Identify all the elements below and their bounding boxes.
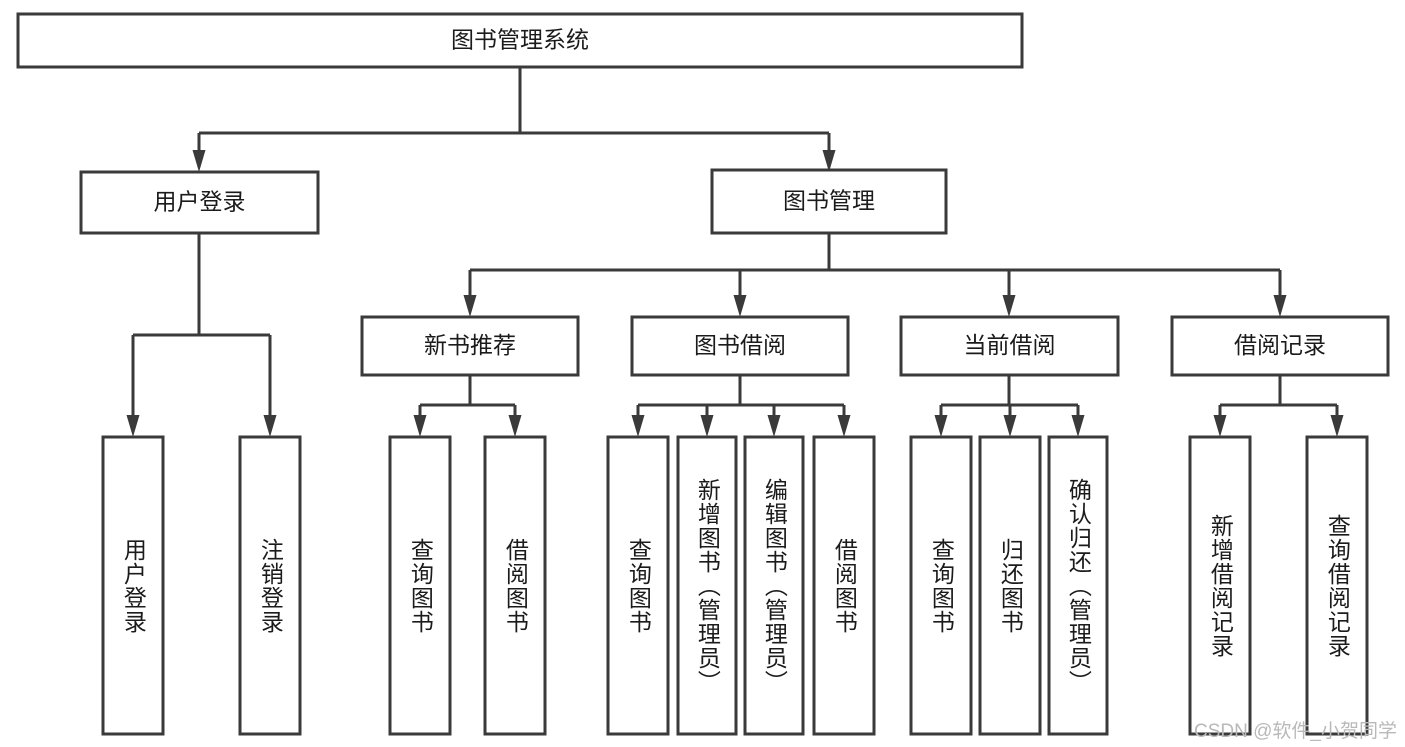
node-label-user-login: 用户登录 bbox=[154, 189, 246, 215]
node-box-leaf-query-book-2[interactable] bbox=[606, 435, 670, 736]
node-box-book-borrow[interactable] bbox=[630, 315, 850, 377]
leaf-node-leaf-borrow-book-1[interactable] bbox=[483, 435, 547, 736]
node-box-current-borrow[interactable] bbox=[899, 315, 1120, 377]
node-box-leaf-add-book[interactable] bbox=[676, 435, 738, 736]
leaf-node-leaf-edit-book[interactable] bbox=[743, 435, 805, 736]
node-box-leaf-borrow-book-2[interactable] bbox=[812, 435, 876, 736]
node-label-book-manage: 图书管理 bbox=[783, 188, 875, 214]
connector-root-to-level2 bbox=[192, 67, 836, 172]
node-box-book-manage[interactable] bbox=[710, 168, 948, 235]
level3-node-book-borrow[interactable]: 图书借阅 bbox=[630, 315, 850, 377]
leaf-node-leaf-borrow-book-2[interactable] bbox=[812, 435, 876, 736]
level3-node-borrow-record[interactable]: 借阅记录 bbox=[1170, 315, 1390, 377]
node-label-current-borrow: 当前借阅 bbox=[964, 332, 1056, 358]
connector-new-book-rec-to-leaves bbox=[413, 375, 522, 437]
level3-node-new-book-rec[interactable]: 新书推荐 bbox=[360, 315, 580, 377]
csdn-watermark: CSDN @软件_小贺同学 bbox=[1194, 721, 1397, 742]
node-box-leaf-query-book-1[interactable] bbox=[388, 435, 452, 736]
node-box-leaf-borrow-book-1[interactable] bbox=[483, 435, 547, 736]
level2-node-book-manage[interactable]: 图书管理 bbox=[710, 168, 948, 235]
node-box-leaf-add-record[interactable] bbox=[1188, 435, 1252, 736]
leaf-node-leaf-user-login[interactable] bbox=[101, 435, 165, 736]
node-box-leaf-user-login[interactable] bbox=[101, 435, 165, 736]
root-node-root[interactable]: 图书管理系统 bbox=[16, 12, 1024, 69]
connector-user-login-to-leaves bbox=[126, 233, 277, 437]
node-box-leaf-edit-book[interactable] bbox=[743, 435, 805, 736]
connector-book-manage-to-level3 bbox=[463, 233, 1287, 317]
node-box-leaf-query-record[interactable] bbox=[1305, 435, 1369, 736]
leaf-node-leaf-confirm-return[interactable] bbox=[1047, 435, 1109, 736]
node-box-leaf-logout[interactable] bbox=[238, 435, 302, 736]
leaf-node-leaf-return-book[interactable] bbox=[978, 435, 1042, 736]
connector-borrow-record-to-leaves bbox=[1213, 375, 1344, 437]
leaf-node-leaf-logout[interactable] bbox=[238, 435, 302, 736]
connector-book-borrow-to-leaves bbox=[631, 375, 851, 437]
leaf-node-leaf-add-book[interactable] bbox=[676, 435, 738, 736]
node-box-user-login[interactable] bbox=[79, 170, 320, 235]
level2-node-user-login[interactable]: 用户登录 bbox=[79, 170, 320, 235]
connector-current-borrow-to-leaves bbox=[934, 375, 1085, 437]
leaf-node-leaf-query-book-3[interactable] bbox=[909, 435, 973, 736]
node-label-book-borrow: 图书借阅 bbox=[694, 332, 786, 358]
node-box-new-book-rec[interactable] bbox=[360, 315, 580, 377]
node-box-leaf-confirm-return[interactable] bbox=[1047, 435, 1109, 736]
leaf-node-leaf-query-book-2[interactable] bbox=[606, 435, 670, 736]
node-label-new-book-rec: 新书推荐 bbox=[424, 332, 516, 358]
level3-node-current-borrow[interactable]: 当前借阅 bbox=[899, 315, 1120, 377]
leaf-node-leaf-query-record[interactable] bbox=[1305, 435, 1369, 736]
leaf-node-leaf-add-record[interactable] bbox=[1188, 435, 1252, 736]
node-box-leaf-return-book[interactable] bbox=[978, 435, 1042, 736]
leaf-node-leaf-query-book-1[interactable] bbox=[388, 435, 452, 736]
node-box-leaf-query-book-3[interactable] bbox=[909, 435, 973, 736]
node-label-borrow-record: 借阅记录 bbox=[1234, 332, 1326, 358]
node-label-root: 图书管理系统 bbox=[451, 27, 589, 53]
node-box-root[interactable] bbox=[16, 12, 1024, 69]
node-box-borrow-record[interactable] bbox=[1170, 315, 1390, 377]
